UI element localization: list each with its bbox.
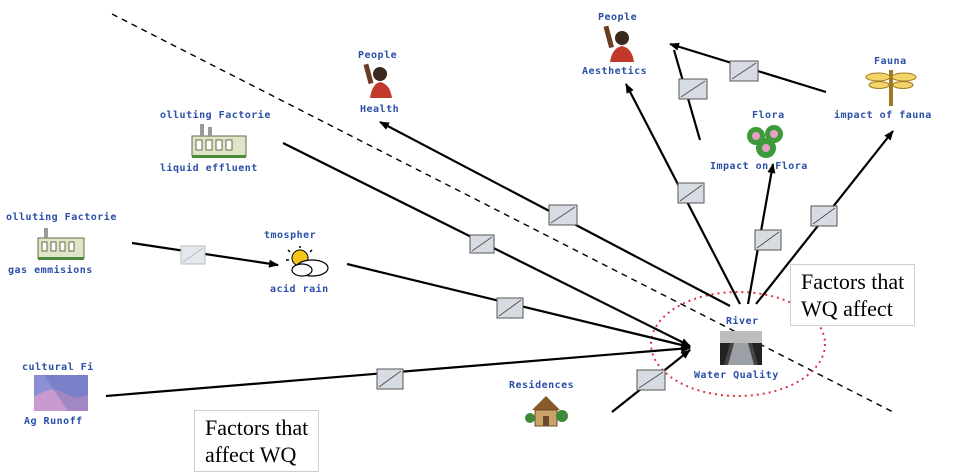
factories-gas-label: gas emmisions xyxy=(8,265,93,276)
connector-squares xyxy=(180,60,838,391)
river-label: Water Quality xyxy=(694,370,779,381)
factors-wq-affect-line2: WQ affect xyxy=(801,296,893,321)
connector-square[interactable] xyxy=(677,182,705,204)
divider-dashed-line xyxy=(111,13,894,413)
factors-wq-affect-line1: Factors that xyxy=(801,269,905,294)
flora-title: Flora xyxy=(752,110,785,121)
people-aesthetics-label: Aesthetics xyxy=(582,66,648,77)
factors-affect-wq-box: Factors that affect WQ xyxy=(194,410,320,472)
atmosphere-title: tmospher xyxy=(264,230,317,241)
river-highlight-circle xyxy=(650,291,826,397)
connector-square[interactable] xyxy=(548,204,578,226)
residences-title: Residences xyxy=(509,380,575,391)
dragonfly-icon xyxy=(865,70,917,106)
factory-icon xyxy=(191,124,247,158)
connector-square[interactable] xyxy=(729,60,759,82)
house-icon xyxy=(525,396,568,427)
factors-affect-wq-line2: affect WQ xyxy=(205,442,297,467)
connector-square[interactable] xyxy=(376,368,404,390)
connector-square[interactable] xyxy=(636,369,666,391)
connector-square[interactable] xyxy=(678,78,708,100)
connector-square[interactable] xyxy=(469,234,495,254)
factors-wq-affect-box: Factors that WQ affect xyxy=(790,264,916,326)
river-photo-icon xyxy=(720,331,762,365)
flower-icon xyxy=(747,125,783,158)
fauna-title: Fauna xyxy=(874,56,907,67)
flora-label: Impact on Flora xyxy=(710,161,808,172)
connector-square[interactable] xyxy=(496,297,524,319)
sun-cloud-icon xyxy=(286,246,329,277)
factors-affect-wq-line1: Factors that xyxy=(205,415,309,440)
connector-square[interactable] xyxy=(180,245,206,265)
river-title: River xyxy=(726,316,759,327)
person-raised-fist-icon xyxy=(362,63,398,98)
factories-liquid-title: olluting Factorie xyxy=(160,110,271,121)
people-aesthetics-title: People xyxy=(598,12,638,23)
people-health-label: Health xyxy=(360,104,400,115)
connector-square[interactable] xyxy=(754,229,782,251)
factories-liquid-label: liquid effluent xyxy=(160,163,258,174)
atmosphere-label: acid rain xyxy=(270,284,329,295)
people-health-title: People xyxy=(358,50,398,61)
factory-icon xyxy=(37,228,85,260)
factories-gas-title: olluting Factorie xyxy=(6,212,117,223)
fauna-label: impact of fauna xyxy=(834,110,932,121)
agricultural-title: cultural Fi xyxy=(22,362,94,373)
agricultural-label: Ag Runoff xyxy=(24,416,83,427)
connector-square[interactable] xyxy=(810,205,838,227)
field-icon xyxy=(34,375,88,411)
person-raised-fist-icon xyxy=(600,25,640,62)
